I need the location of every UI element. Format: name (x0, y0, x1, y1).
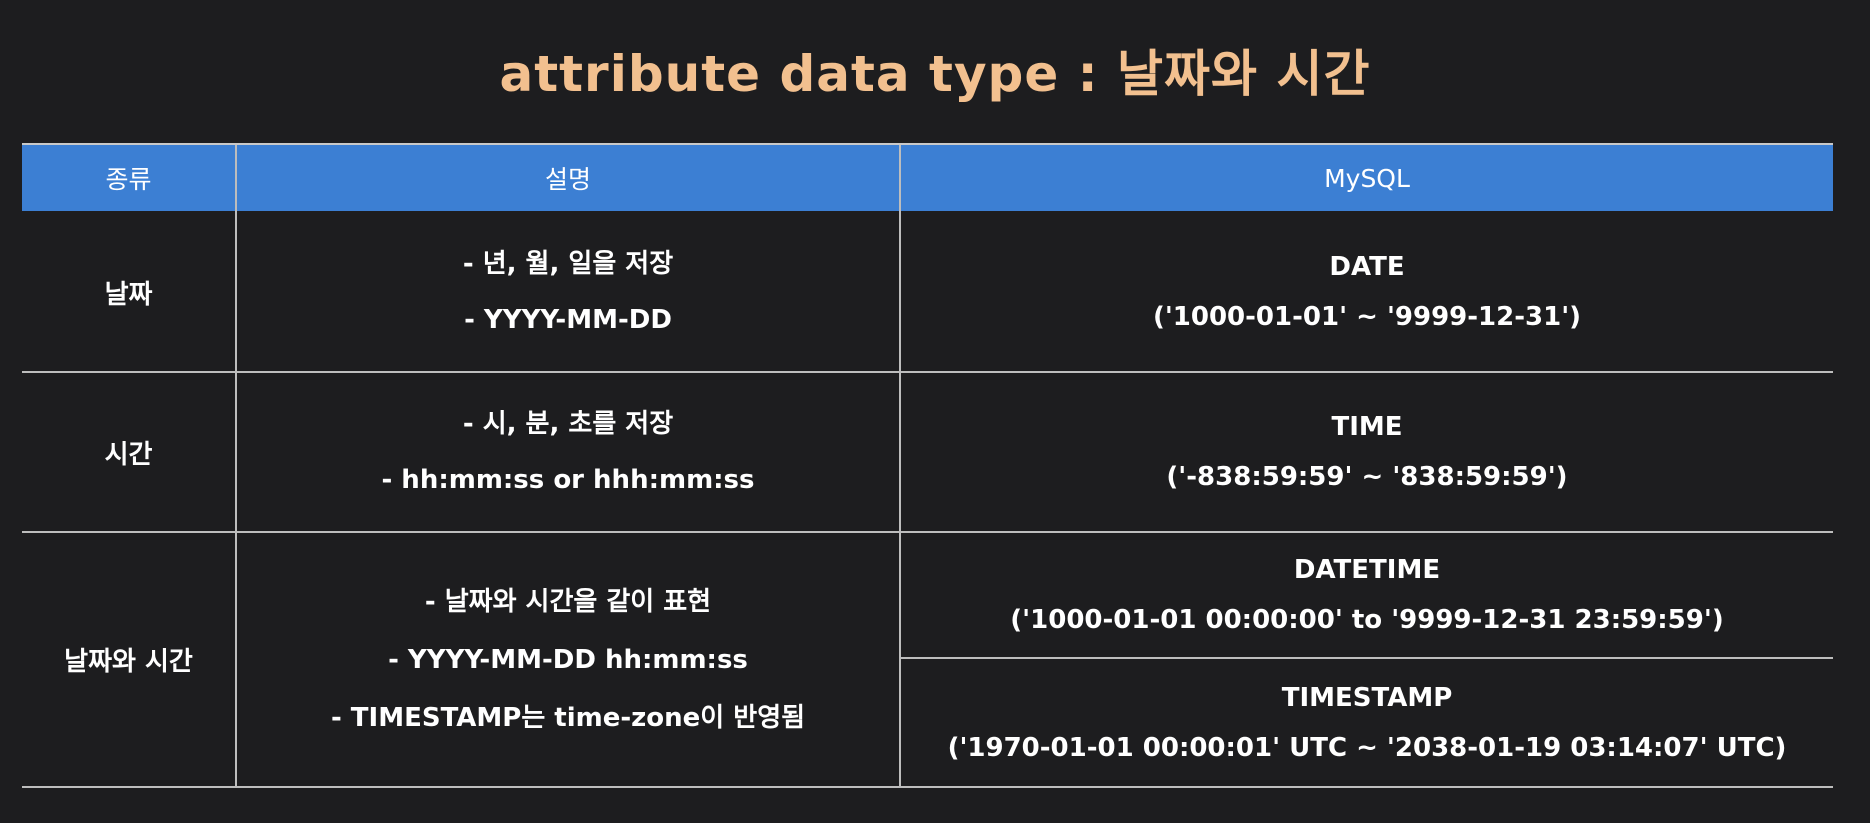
row-time-description-cell: - 시, 분, 초를 저장 - hh:mm:ss or hhh:mm:ss (237, 373, 899, 531)
description-line: - TIMESTAMP는 time-zone이 반영됨 (330, 702, 806, 733)
row-date-mysql-cell: DATE ('1000-01-01' ~ '9999-12-31') (901, 213, 1833, 371)
data-type-table: 종류 설명 MySQL 날짜 - 년, 월, 일을 저장 - YYYY-MM-D… (22, 143, 1833, 788)
row-datetime-kind-cell: 날짜와 시간 (22, 533, 235, 786)
table-bottom-border (22, 786, 1833, 788)
description-line: - YYYY-MM-DD (464, 305, 672, 335)
slide-title: attribute data type : 날짜와 시간 (499, 45, 1371, 103)
description-line: - 시, 분, 초를 저장 (462, 409, 674, 439)
mysql-type-range: ('1000-01-01' ~ '9999-12-31') (1152, 302, 1582, 332)
row-date-kind-cell: 날짜 (22, 213, 235, 371)
row-timestamp-mysql-cell: TIMESTAMP ('1970-01-01 00:00:01' UTC ~ '… (901, 659, 1833, 786)
mysql-type-name: DATETIME (1293, 555, 1441, 585)
kind-label: 시간 (104, 439, 153, 470)
description-line: - YYYY-MM-DD hh:mm:ss (388, 644, 748, 675)
description-line: - 년, 월, 일을 저장 (462, 249, 674, 279)
column-divider (899, 145, 901, 788)
row-divider (22, 531, 1833, 533)
row-datetime-mysql-cell: DATETIME ('1000-01-01 00:00:00' to '9999… (901, 533, 1833, 657)
mysql-type-name: DATE (1329, 252, 1405, 282)
row-time-kind-cell: 시간 (22, 373, 235, 531)
mysql-type-name: TIME (1331, 412, 1403, 442)
mysql-type-range: ('1000-01-01 00:00:00' to '9999-12-31 23… (1010, 605, 1724, 635)
header-kind: 종류 (22, 145, 235, 211)
description-line: - hh:mm:ss or hhh:mm:ss (381, 465, 755, 495)
row-date-description-cell: - 년, 월, 일을 저장 - YYYY-MM-DD (237, 213, 899, 371)
row-divider (901, 657, 1833, 659)
kind-label: 날짜와 시간 (64, 647, 193, 677)
mysql-type-range: ('1970-01-01 00:00:01' UTC ~ '2038-01-19… (947, 732, 1787, 763)
row-time-mysql-cell: TIME ('-838:59:59' ~ '838:59:59') (901, 373, 1833, 531)
description-line: - 날짜와 시간을 같이 표현 (424, 586, 712, 617)
header-description: 설명 (237, 145, 899, 211)
kind-label: 날짜 (104, 279, 153, 310)
row-datetime-description-cell: - 날짜와 시간을 같이 표현 - YYYY-MM-DD hh:mm:ss - … (237, 533, 899, 786)
mysql-type-range: ('-838:59:59' ~ '838:59:59') (1166, 462, 1568, 492)
column-divider (235, 145, 237, 788)
row-divider (22, 371, 1833, 373)
header-mysql: MySQL (901, 145, 1833, 211)
mysql-type-name: TIMESTAMP (1281, 682, 1453, 713)
